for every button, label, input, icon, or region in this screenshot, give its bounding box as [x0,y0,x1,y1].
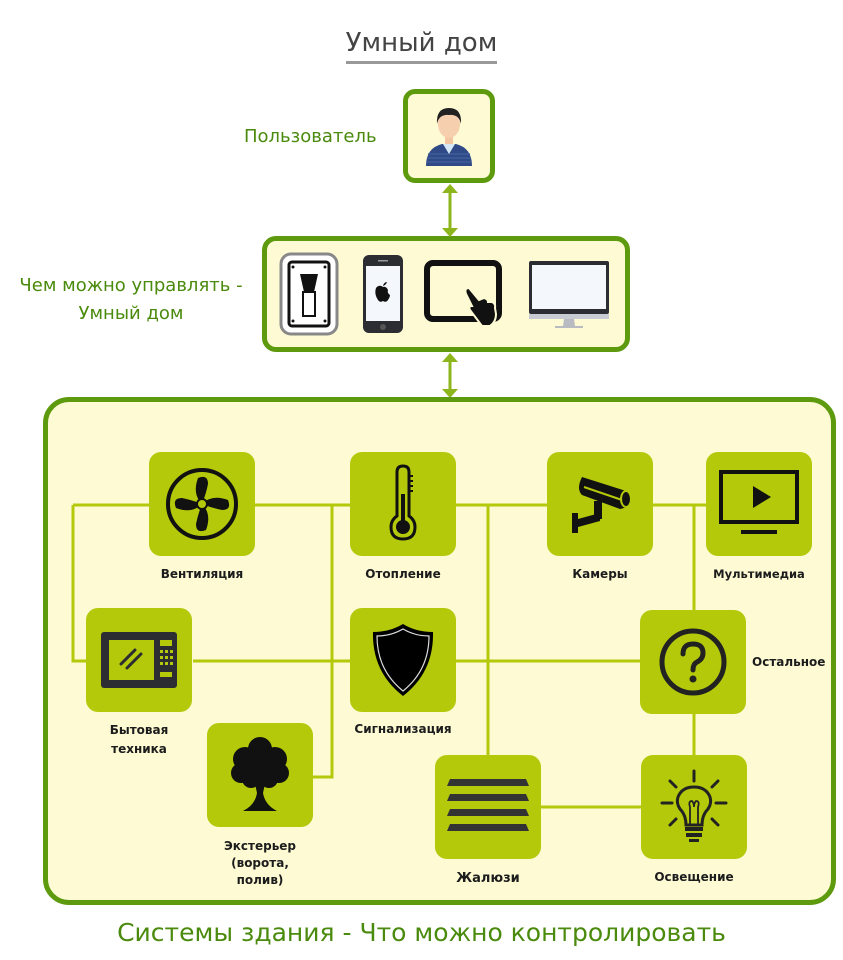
label-multimedia: Мультимедиа [713,567,805,581]
user-avatar-icon [426,108,472,166]
label-ventilation: Вентиляция [160,567,244,581]
node-lighting[interactable] [641,755,747,859]
node-heating[interactable] [350,452,456,556]
page-title-text: Умный дом [345,28,498,64]
label-exterior-line1: Экстерьер [223,839,297,853]
label-appliances: Бытовая техника [76,721,202,759]
user-controllers-arrow [442,184,458,237]
label-exterior-line2: (ворота, [231,856,289,870]
question-icon [659,628,727,696]
label-exterior-line3: полив) [236,873,284,887]
node-other[interactable] [640,610,746,714]
monitor-icon[interactable] [528,260,610,330]
controllers-label: Чем можно управлять - Умный дом [0,272,262,328]
label-blinds: Жалюзи [456,871,520,886]
controllers-label-line1: Чем можно управлять - [19,275,243,296]
label-exterior: Экстерьер (ворота, полив) [195,838,325,889]
node-multimedia[interactable] [706,452,812,556]
node-alarm[interactable] [350,608,456,712]
label-cameras: Камеры [572,567,628,581]
tv-play-icon [719,470,799,534]
label-heating: Отопление [365,567,441,581]
controllers-label-line2: Умный дом [78,303,184,324]
user-box [403,89,495,183]
fan-icon [166,468,238,540]
label-other: Остальное [752,655,826,669]
page-title: Умный дом [0,28,843,64]
lightbulb-icon [660,769,728,842]
node-ventilation[interactable] [149,452,255,556]
controllers-systems-arrow [442,353,458,398]
node-exterior[interactable] [207,723,313,827]
tree-icon [231,737,289,811]
node-cameras[interactable] [547,452,653,556]
touch-tablet-icon[interactable] [424,258,504,328]
security-camera-icon [572,477,632,533]
label-appliances-line1: Бытовая [109,723,169,737]
blinds-icon [447,779,529,831]
label-lighting: Освещение [654,870,734,884]
microwave-icon [101,632,177,688]
label-alarm: Сигнализация [354,722,452,736]
light-switch-icon[interactable] [279,252,339,336]
shield-icon [372,624,434,696]
node-appliances[interactable] [86,608,192,712]
systems-caption: Системы здания - Что можно контролироват… [117,918,726,947]
node-blinds[interactable] [435,755,541,859]
label-appliances-line2: техника [111,742,167,756]
user-label: Пользователь [244,126,377,147]
apple-phone-icon[interactable] [362,254,404,334]
thermometer-icon [389,464,417,541]
